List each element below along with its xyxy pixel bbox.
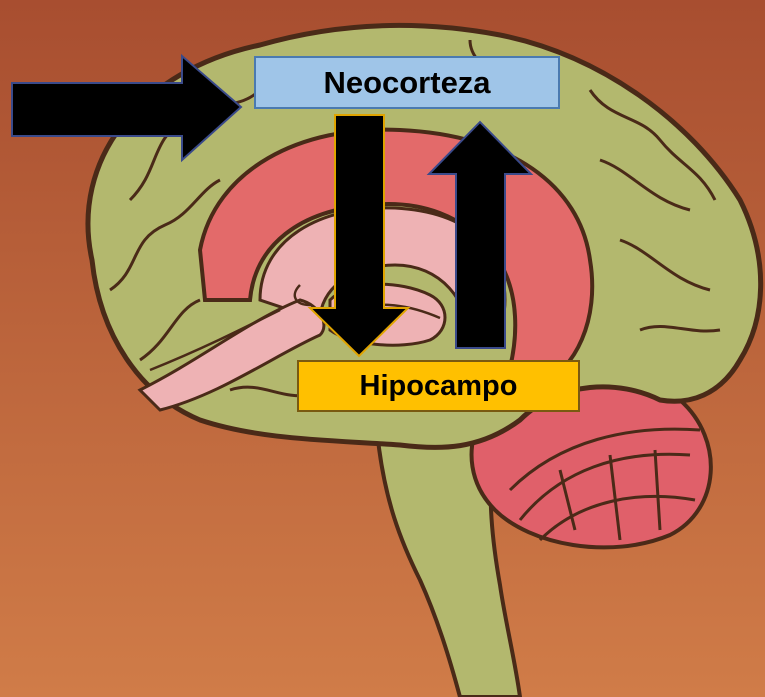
neocortex-label-box: Neocorteza bbox=[254, 56, 560, 109]
neocortex-label: Neocorteza bbox=[323, 65, 490, 101]
hippocampus-label-box: Hipocampo bbox=[297, 360, 580, 412]
hippocampus-label: Hipocampo bbox=[360, 370, 518, 403]
